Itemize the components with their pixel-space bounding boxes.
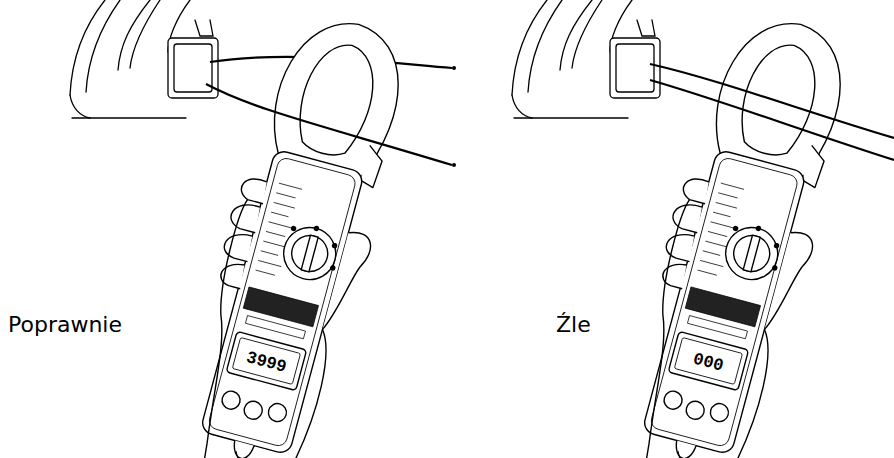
caption-label: Poprawnie: [8, 312, 122, 337]
caption-label: Źle: [556, 312, 591, 337]
